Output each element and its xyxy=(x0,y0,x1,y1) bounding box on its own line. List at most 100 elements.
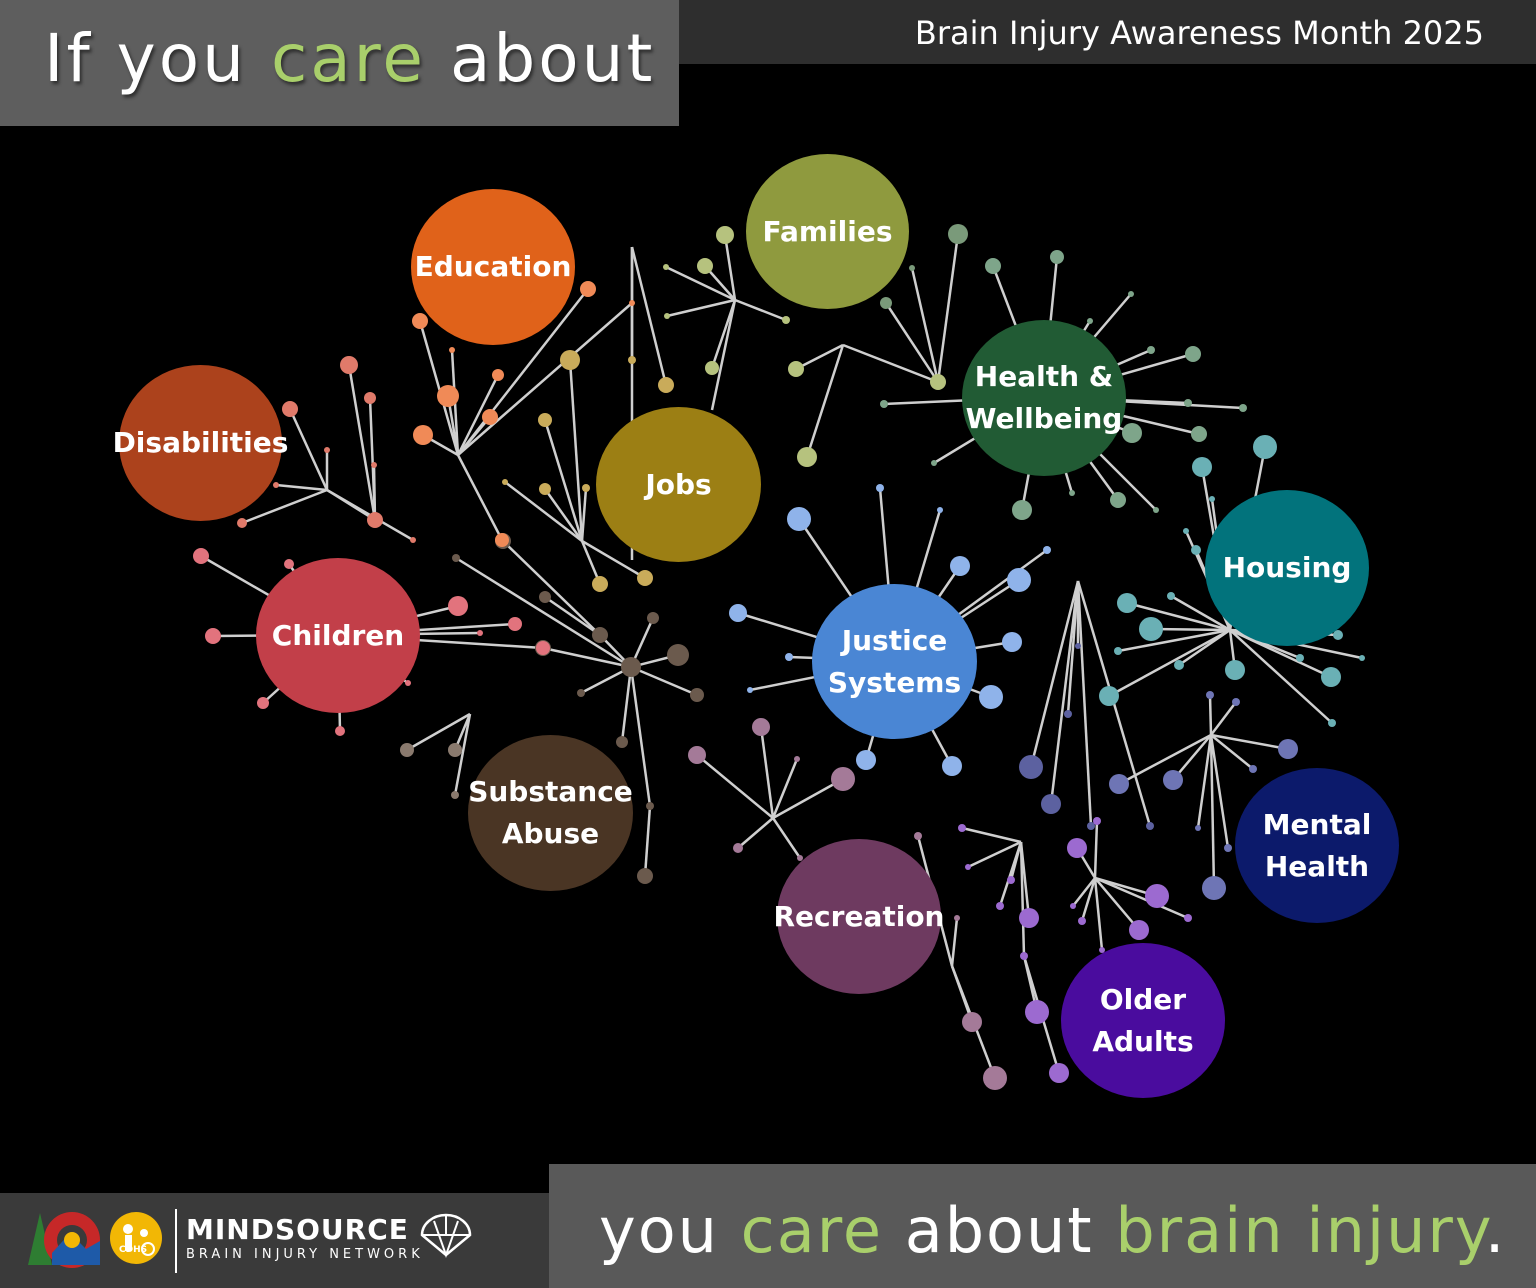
network-node xyxy=(1041,794,1061,814)
network-node xyxy=(831,767,855,791)
network-link xyxy=(1210,701,1237,736)
network-node xyxy=(340,356,358,374)
network-node xyxy=(413,425,433,445)
network-node xyxy=(1069,490,1075,496)
event-title: Brain Injury Awareness Month 2025 xyxy=(914,14,1484,52)
network-link xyxy=(456,374,500,456)
network-node xyxy=(876,484,884,492)
network-node xyxy=(482,409,498,425)
network-node xyxy=(1114,647,1122,655)
network-node xyxy=(1202,876,1226,900)
network-node xyxy=(1225,660,1245,680)
network-node xyxy=(1147,346,1155,354)
network-link xyxy=(772,777,844,820)
network-link xyxy=(406,712,471,752)
network-node xyxy=(996,902,1004,910)
network-link xyxy=(1209,734,1230,849)
network-node xyxy=(492,369,504,381)
topic-health-wellbeing: Health & Wellbeing xyxy=(962,320,1126,476)
network-link xyxy=(1229,629,1333,724)
network-link xyxy=(665,265,736,302)
network-node xyxy=(449,347,455,353)
network-node xyxy=(448,596,468,616)
topic-disabilities: Disabilities xyxy=(113,365,288,521)
network-node xyxy=(664,313,670,319)
network-node xyxy=(1183,528,1189,534)
network-link xyxy=(771,758,799,819)
network-node xyxy=(1012,500,1032,520)
network-node xyxy=(1167,592,1175,600)
network-node xyxy=(538,413,552,427)
network-node xyxy=(1163,770,1183,790)
colorado-logo-icon xyxy=(28,1209,177,1273)
network-link xyxy=(1094,877,1140,931)
network-node xyxy=(364,392,376,404)
network-link xyxy=(1210,733,1289,751)
network-node xyxy=(1191,426,1207,442)
network-node xyxy=(788,361,804,377)
network-node xyxy=(930,374,946,390)
network-node xyxy=(477,630,483,636)
network-node xyxy=(965,864,971,870)
network-node xyxy=(663,264,669,270)
network-link xyxy=(842,343,939,384)
network-link xyxy=(630,246,668,386)
network-node xyxy=(1359,655,1365,661)
network-node xyxy=(582,484,590,492)
topic-mental-health: Mental Health xyxy=(1235,768,1399,923)
network-node xyxy=(1328,719,1336,727)
network-node xyxy=(1025,1000,1049,1024)
network-node xyxy=(193,548,209,564)
network-node xyxy=(705,361,719,375)
network-node xyxy=(1043,546,1051,554)
network-node xyxy=(205,628,221,644)
network-node xyxy=(335,726,345,736)
network-node xyxy=(856,750,876,770)
network-node xyxy=(410,537,416,543)
network-node xyxy=(1007,568,1031,592)
network-link xyxy=(457,302,633,456)
network-node xyxy=(539,591,551,603)
network-node xyxy=(690,688,704,702)
network-node xyxy=(948,224,968,244)
network-node xyxy=(880,400,888,408)
network-link xyxy=(1170,594,1231,632)
network-node xyxy=(560,350,580,370)
network-node xyxy=(1209,496,1215,502)
network-node xyxy=(257,697,269,709)
network-node xyxy=(782,316,790,324)
network-node xyxy=(592,627,608,643)
network-node xyxy=(954,915,960,921)
network-node xyxy=(962,1012,982,1032)
network-node xyxy=(629,300,635,306)
network-link xyxy=(581,539,646,580)
network-node xyxy=(1117,593,1137,613)
network-node xyxy=(536,641,550,655)
network-link xyxy=(961,826,1022,844)
cdhs-label: CDHS xyxy=(119,1245,148,1255)
network-link xyxy=(542,646,632,669)
network-link xyxy=(1196,734,1213,829)
network-node xyxy=(1020,952,1028,960)
network-node xyxy=(1109,774,1129,794)
network-node xyxy=(752,718,770,736)
network-node xyxy=(688,746,706,764)
network-link xyxy=(455,556,632,669)
network-node xyxy=(1110,492,1126,508)
network-link xyxy=(1094,876,1189,920)
network-node xyxy=(1206,691,1214,699)
network-node xyxy=(621,657,641,677)
network-node xyxy=(577,689,585,697)
network-node xyxy=(733,843,743,853)
network-node xyxy=(880,297,892,309)
footer-tagline: you care about brain injury. xyxy=(599,1194,1507,1267)
network-node xyxy=(937,507,943,513)
event-banner: Brain Injury Awareness Month 2025 xyxy=(679,0,1536,64)
network-node xyxy=(1128,291,1134,297)
network-link xyxy=(1049,580,1080,805)
network-node xyxy=(985,258,1001,274)
network-node xyxy=(931,460,937,466)
network-link xyxy=(884,302,940,383)
network-node xyxy=(1050,250,1064,264)
network-link xyxy=(504,481,583,542)
